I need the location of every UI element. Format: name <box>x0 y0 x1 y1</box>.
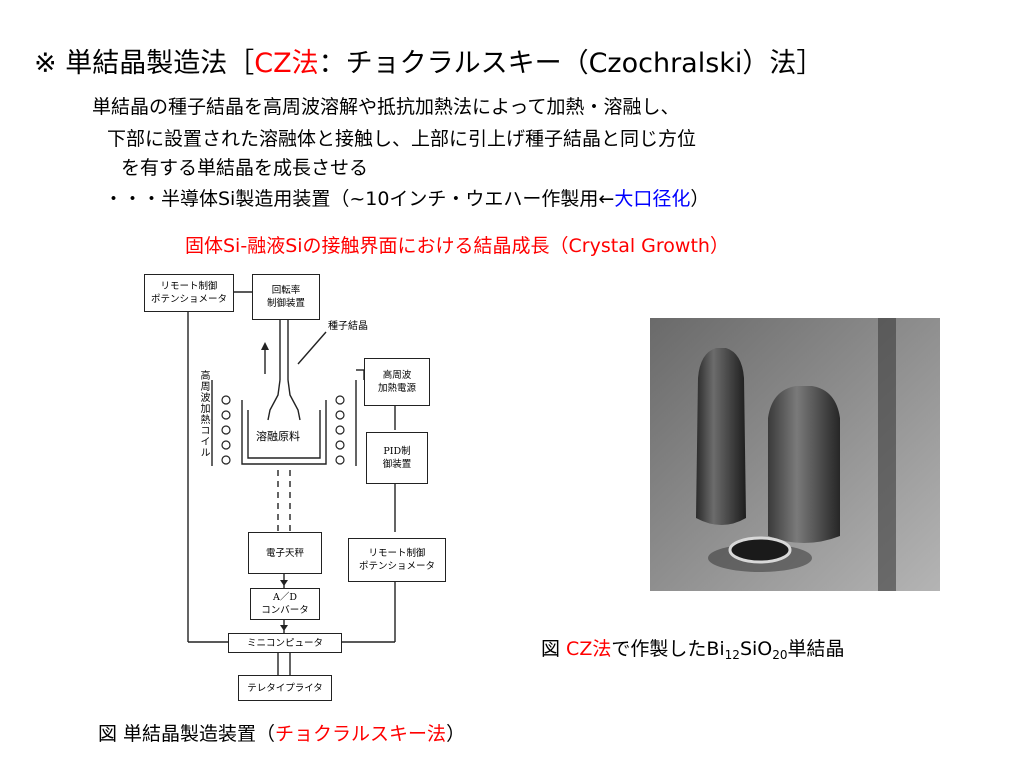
caption-left-post: ） <box>446 723 466 745</box>
caption-right-post: 単結晶 <box>787 638 845 660</box>
crystal-photo-drawing <box>650 318 940 591</box>
caption-left: 図 単結晶製造装置（チョクラルスキー法） <box>98 721 465 747</box>
highlight-line: 固体Si-融液Siの接触界面における結晶成長（Crystal Growth） <box>185 235 729 257</box>
body-line-1: 単結晶の種子結晶を高周波溶解や抵抗加熱法によって加熱・溶融し、 <box>92 96 680 118</box>
hf-coil-label: 高周波加熱コイル <box>198 370 209 458</box>
caption-left-pre: 図 単結晶製造装置（ <box>98 723 276 745</box>
cz-apparatus-diagram: リモート制御ポテンショメータ 回転率制御装置 種子結晶 高周波加熱コイル 高周波… <box>130 270 460 710</box>
remote-bot-line2: ポテンショメータ <box>358 561 435 572</box>
title-rest: ：チョクラルスキー（Czochralski）法］ <box>318 48 824 79</box>
remote-potentiometer-bottom: リモート制御ポテンショメータ <box>348 538 446 582</box>
body-line-4-pre: ・・・半導体Si製造用装置（~10インチ・ウエハー作製用← <box>104 188 615 210</box>
hf-line2: 加熱電源 <box>377 383 416 394</box>
electronic-balance: 電子天秤 <box>248 532 322 574</box>
body-line-4-blue: 大口径化 <box>614 188 691 210</box>
caption-right-red: CZ法 <box>566 638 612 660</box>
remote-bot-line1: リモート制御 <box>368 548 426 559</box>
remote-top-line1: リモート制御 <box>160 281 218 292</box>
slide-title: ※ 単結晶製造法［CZ法：チョクラルスキー（Czochralski）法］ <box>34 46 823 82</box>
caption-right-mid: で作製したBi <box>611 638 725 660</box>
rotation-controller: 回転率制御装置 <box>252 274 320 320</box>
body-line-4-post: ） <box>690 188 710 210</box>
caption-right-sub2: 20 <box>772 648 788 662</box>
crystal-photo <box>650 318 940 591</box>
body-line-3: を有する単結晶を成長させる <box>121 157 369 179</box>
remote-top-line2: ポテンショメータ <box>150 294 227 305</box>
caption-left-red: チョクラルスキー法 <box>275 723 447 745</box>
ad-line2: コンバータ <box>261 605 309 616</box>
body-line-4: ・・・半導体Si製造用装置（~10インチ・ウエハー作製用←大口径化） <box>104 186 709 212</box>
rot-line1: 回転率 <box>271 285 301 296</box>
pid-line1: PID制 <box>383 446 411 457</box>
caption-right-sub1: 12 <box>724 648 740 662</box>
hf-power-supply: 高周波加熱電源 <box>364 358 430 406</box>
caption-right-pre: 図 <box>541 638 567 660</box>
caption-right: 図 CZ法で作製したBi12SiO20単結晶 <box>541 636 845 662</box>
seed-crystal-label: 種子結晶 <box>328 321 368 332</box>
title-cz: CZ法 <box>254 48 319 79</box>
ad-converter: A／D コンバータ <box>250 588 320 620</box>
remote-potentiometer-top: リモート制御ポテンショメータ <box>144 274 234 312</box>
title-mark: ※ 単結晶製造法［ <box>34 48 255 79</box>
caption-right-mid2: SiO <box>739 638 773 660</box>
hf-line1: 高周波 <box>382 370 412 381</box>
rot-line2: 制御装置 <box>266 298 305 309</box>
minicomputer: ミニコンピュータ <box>228 633 342 653</box>
ad-line1: A／D <box>273 592 297 603</box>
teletypewriter: テレタイプライタ <box>238 675 332 701</box>
pid-line2: 御装置 <box>382 459 412 470</box>
pid-controller: PID制御装置 <box>366 432 428 484</box>
body-line-2: 下部に設置された溶融体と接触し、上部に引上げ種子結晶と同じ方位 <box>107 128 697 150</box>
melt-label: 溶融原料 <box>256 430 300 443</box>
